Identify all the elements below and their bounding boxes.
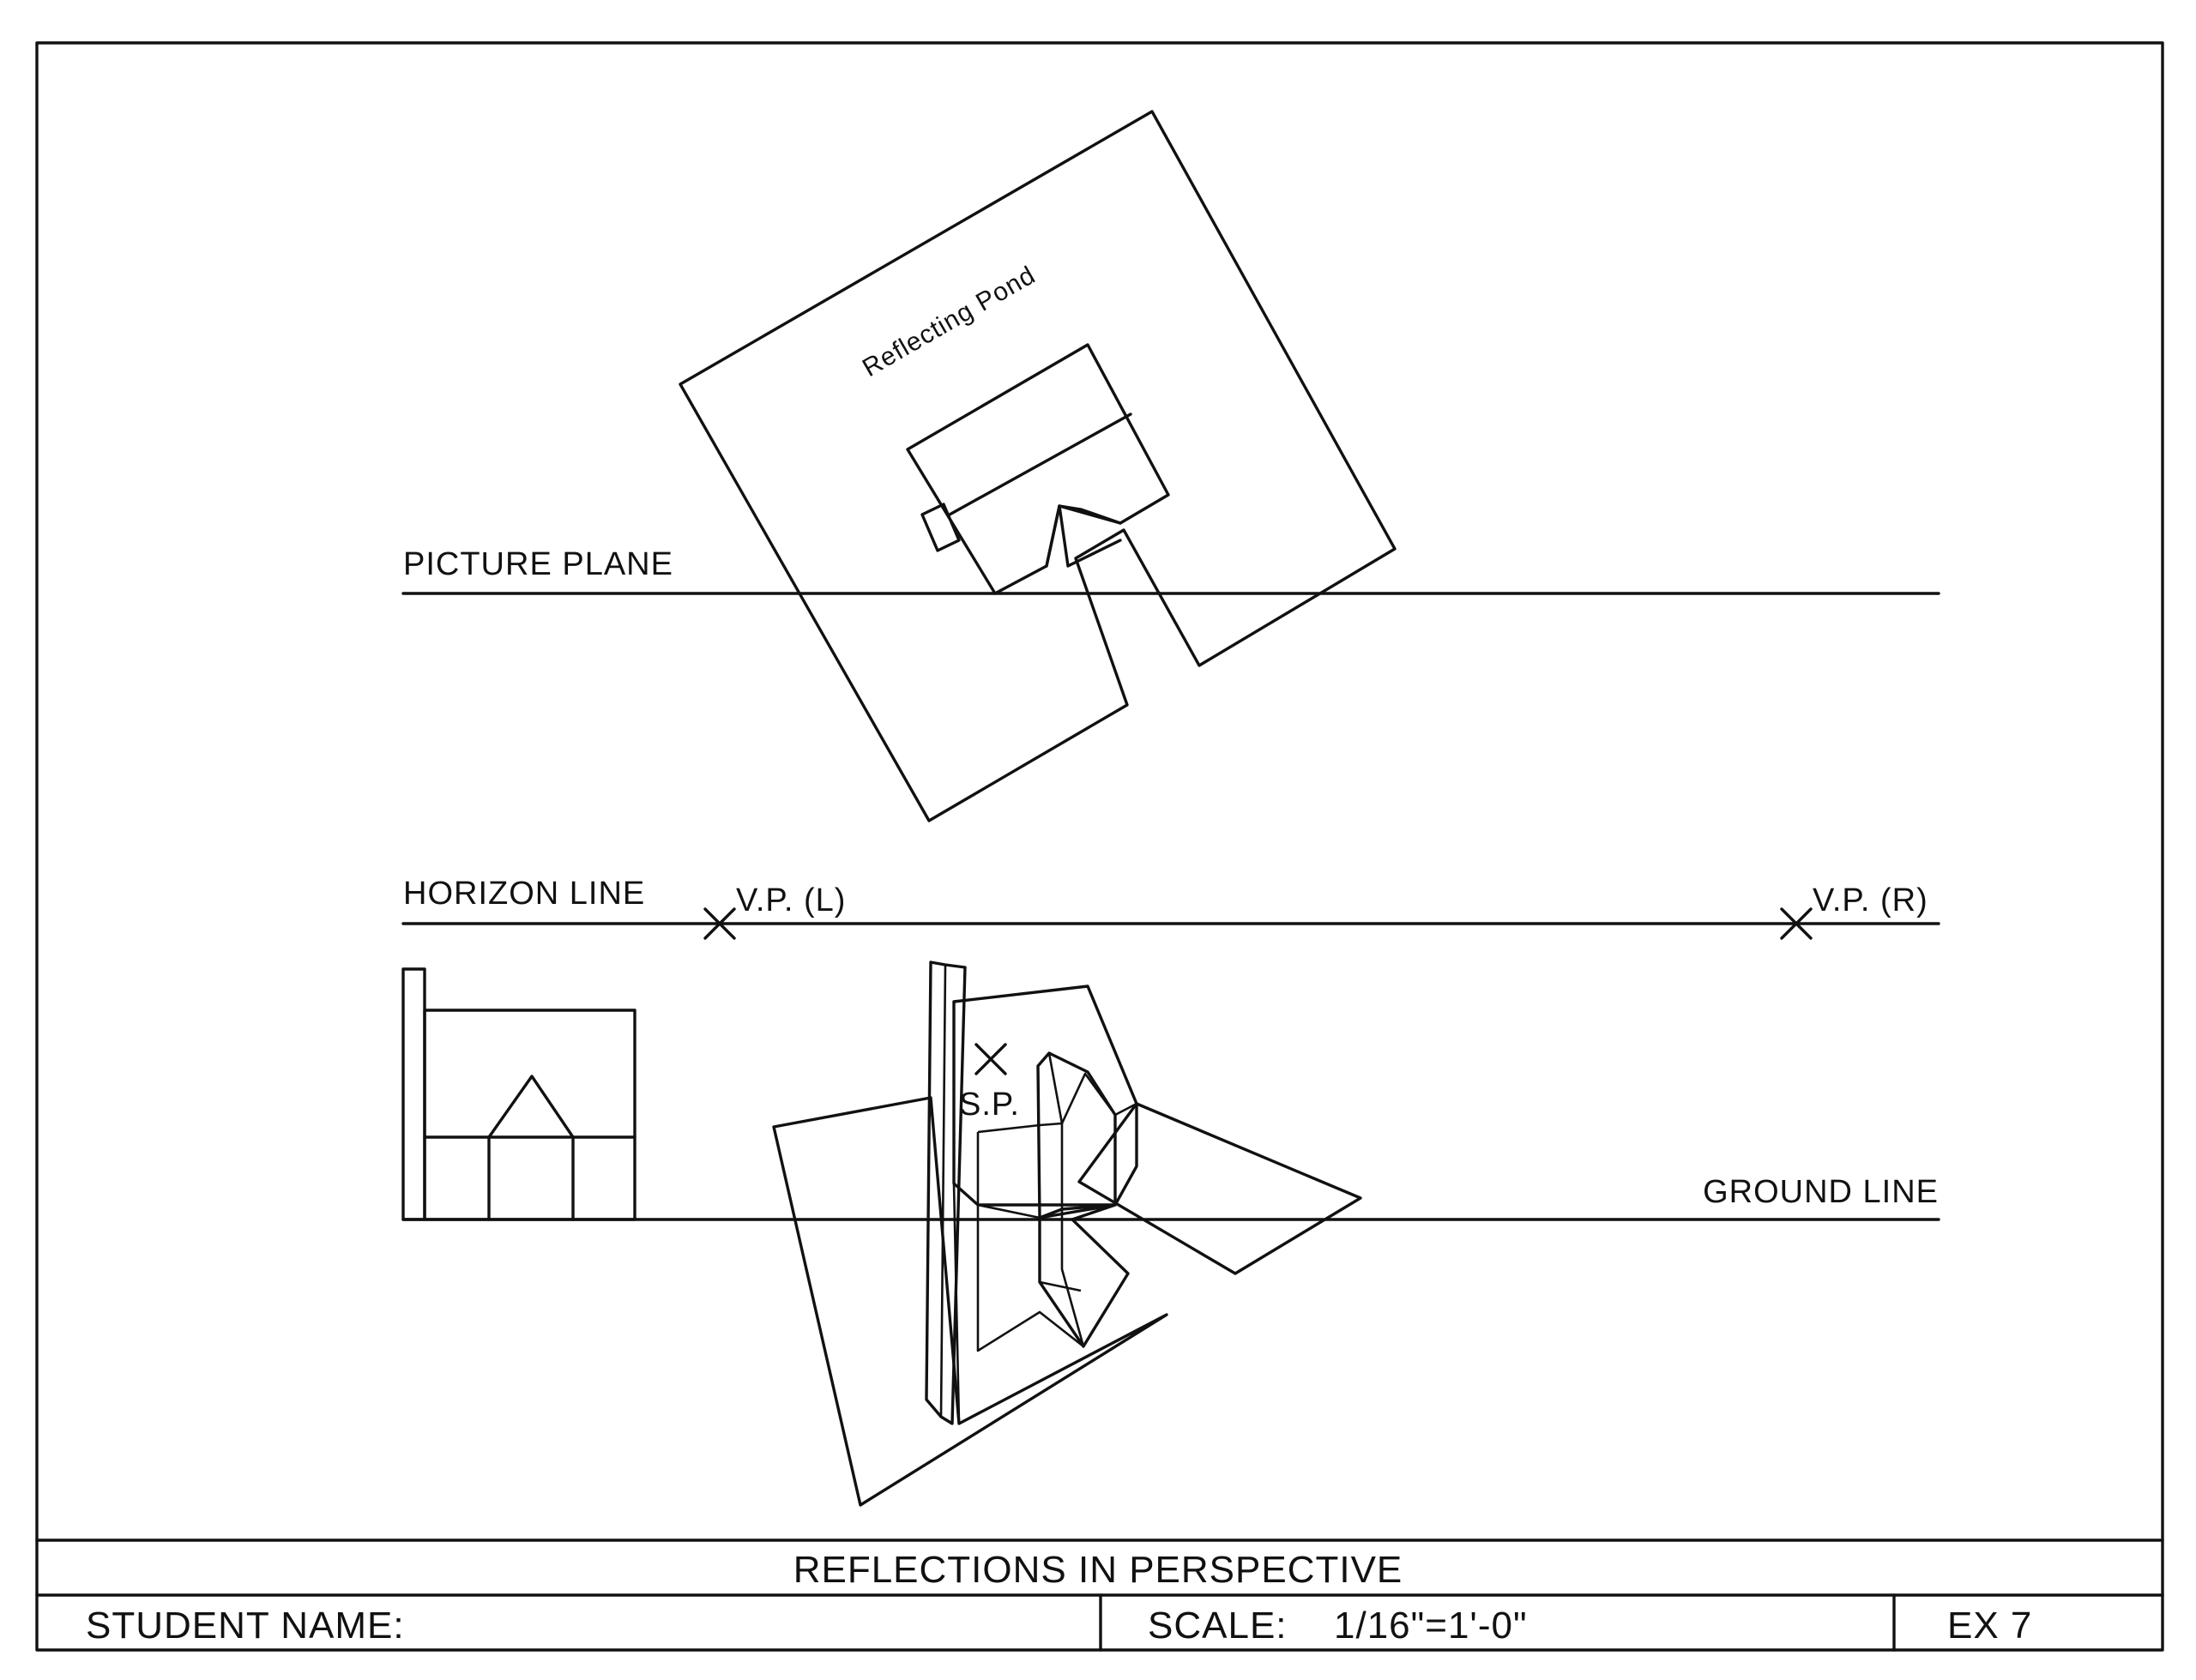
perspective-pond-right <box>1077 1102 1362 1275</box>
building-plan-main <box>906 343 1170 595</box>
ground-line-label: GROUND LINE <box>1703 1174 1939 1210</box>
elevation-view <box>401 967 636 1221</box>
building-plan-chimney <box>920 503 961 552</box>
station-point-marker <box>974 1043 1007 1075</box>
station-point-label: S.P. <box>959 1087 1020 1123</box>
perspective-pond-left <box>772 1096 1168 1507</box>
elevation-gable <box>487 1075 575 1221</box>
vp-left-label: V.P. (L) <box>736 882 846 918</box>
sheet-border <box>35 41 2164 1652</box>
perspective-view <box>772 960 1362 1507</box>
drawing-title: REFLECTIONS IN PERSPECTIVE <box>793 1549 1403 1591</box>
student-name-label: STUDENT NAME: <box>86 1605 405 1647</box>
plan-view <box>679 110 1397 822</box>
scale-value: 1/16"=1'-0" <box>1334 1605 1528 1647</box>
perspective-reflection-gable <box>1038 1203 1130 1348</box>
exercise-number: EX 7 <box>1947 1605 2032 1647</box>
reflecting-pond-outline <box>679 110 1397 822</box>
vp-right-label: V.P. (R) <box>1813 882 1928 918</box>
elevation-house-body <box>423 1009 636 1221</box>
scale-label: SCALE: <box>1148 1605 1288 1647</box>
perspective-gable-dormer <box>1036 1051 1117 1219</box>
picture-plane-label: PICTURE PLANE <box>403 546 673 582</box>
elevation-chimney <box>401 967 426 1221</box>
vp-right-marker <box>1780 907 1813 940</box>
horizon-line-label: HORIZON LINE <box>403 876 645 912</box>
vp-left-marker <box>703 907 736 940</box>
pond-label: Reflecting Pond <box>858 261 1041 382</box>
